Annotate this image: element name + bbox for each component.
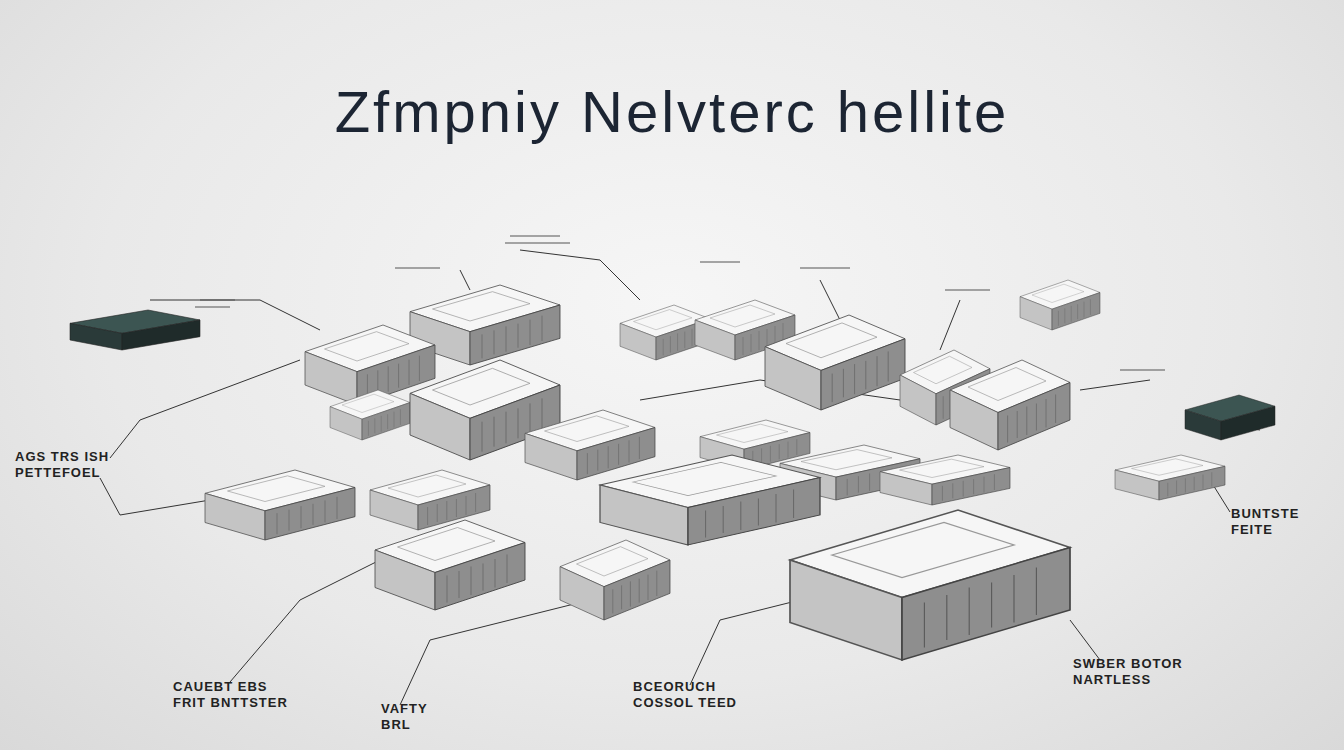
callout-label: AGS TRS ISH PETTEFOEL <box>12 448 138 482</box>
callout-label: CAUEBT EBS FRIT BNTTSTER <box>170 678 306 712</box>
callout-label: BUNTSTE FEITE <box>1228 505 1334 539</box>
diagram-title: Zfmpniy Nelvterc hellite <box>0 78 1344 145</box>
callout-label: SWBER BOTOR NARTLESS <box>1070 655 1216 689</box>
callout-label: BCEORUCH COSSOL TEED <box>630 678 776 712</box>
callout-label: VAFTY BRL <box>378 700 454 734</box>
